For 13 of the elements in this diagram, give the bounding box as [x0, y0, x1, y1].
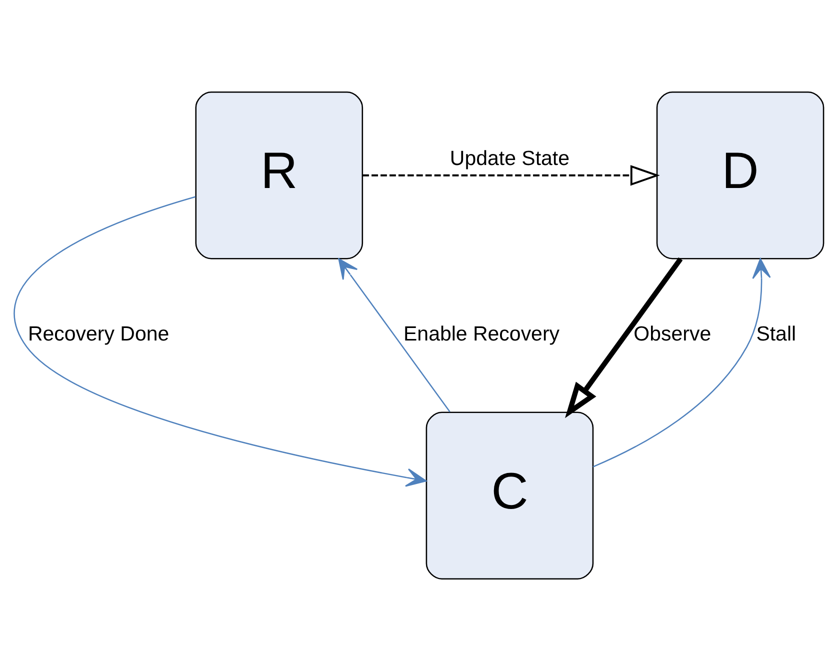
arrow — [564, 256, 683, 418]
edge-label: Stall — [756, 322, 796, 345]
arrow — [338, 258, 450, 412]
node-box: C — [426, 411, 594, 580]
arrow — [14, 196, 427, 486]
arrow — [592, 258, 771, 467]
node-box: R — [195, 90, 364, 259]
arrow — [362, 164, 660, 186]
edge-label: Enable Recovery — [404, 322, 560, 345]
node-box: D — [656, 90, 824, 259]
edge-label: Observe — [634, 322, 712, 345]
edge-label: Recovery Done — [28, 322, 170, 345]
edge-label: Update State — [450, 146, 570, 170]
